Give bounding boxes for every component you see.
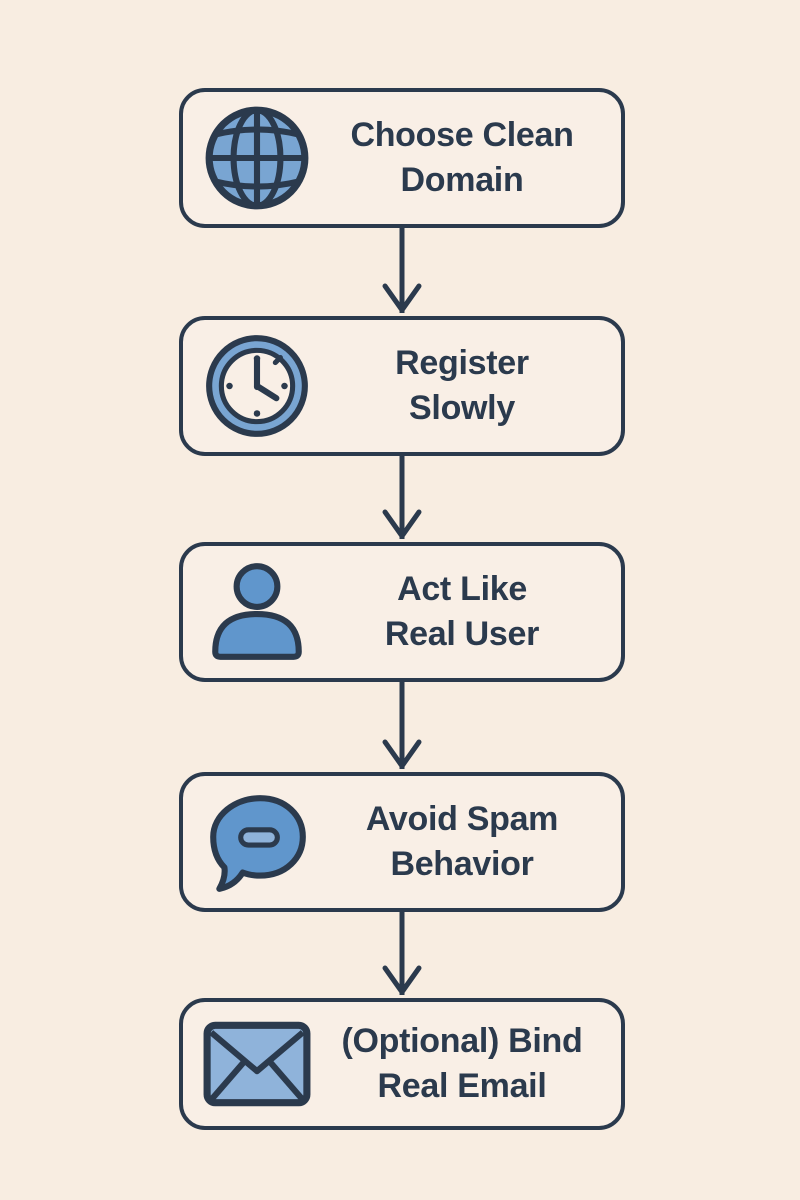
arrow-down-connector <box>372 228 432 316</box>
node-label: Register Slowly <box>395 344 529 427</box>
clock-icon <box>201 330 313 442</box>
node-label: Act Like Real User <box>384 570 540 653</box>
flow-node-bind-real-email: (Optional) Bind Real Email <box>179 998 625 1130</box>
node-label: Choose Clean Domain <box>350 116 574 199</box>
node-label: Avoid Spam Behavior <box>365 800 559 883</box>
envelope-icon <box>201 1008 313 1120</box>
arrow-down-connector <box>372 456 432 542</box>
arrow-down-connector <box>372 912 432 998</box>
arrow-down-connector <box>372 682 432 772</box>
globe-icon <box>201 102 313 214</box>
flow-node-avoid-spam-behavior: Avoid Spam Behavior <box>179 772 625 912</box>
flow-node-choose-clean-domain: Choose Clean Domain <box>179 88 625 228</box>
chat-bubble-minus-icon <box>201 786 313 898</box>
user-icon <box>201 556 313 668</box>
node-label: (Optional) Bind Real Email <box>341 1022 583 1105</box>
flow-node-register-slowly: Register Slowly <box>179 316 625 456</box>
flow-node-act-like-real-user: Act Like Real User <box>179 542 625 682</box>
